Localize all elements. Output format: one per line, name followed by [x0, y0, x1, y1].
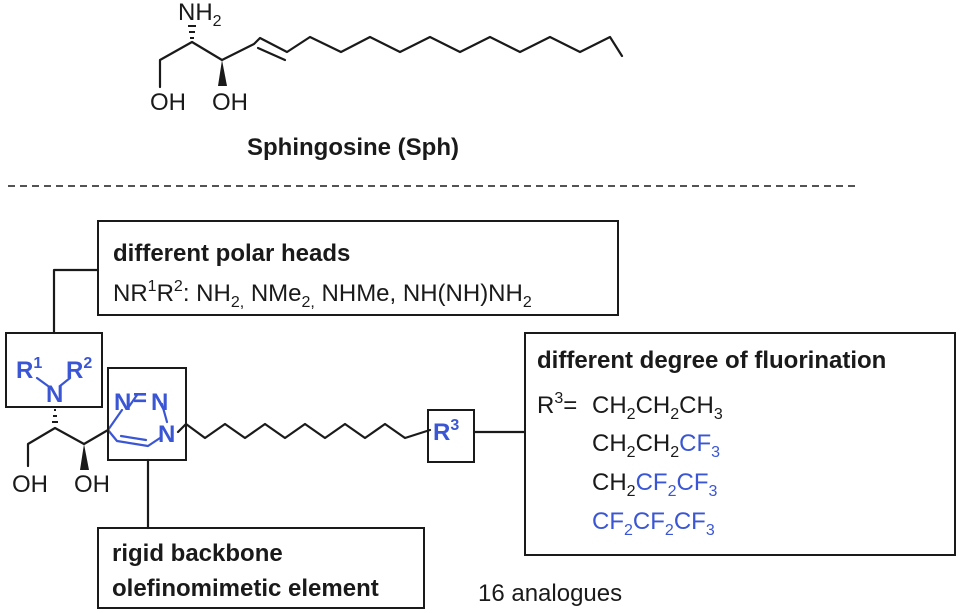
r1-label: R1	[16, 355, 42, 384]
sph-double-bond	[256, 46, 287, 62]
fluorination-box	[524, 332, 956, 556]
analogue-oh-right: OH	[74, 471, 110, 498]
formula-fragment: CH	[679, 392, 714, 419]
formula-fragment: CF	[674, 508, 706, 535]
polar-heads-callout: different polar heads NR1R2: NH2, NMe2, …	[97, 220, 619, 316]
sph-skeleton	[158, 35, 624, 89]
formula-fragment: 2	[627, 483, 636, 500]
triazole-n3: N	[158, 421, 175, 448]
sph-oh-left: OH	[150, 89, 186, 116]
analogue-structure: R1 R2 N OH OH N = N N R3	[12, 355, 459, 498]
formula-fragment: CF	[633, 508, 665, 535]
sph-oh-bold-wedge	[218, 60, 227, 86]
sph-nh2-hash-wedge	[188, 25, 196, 39]
fluorination-title: different degree of fluorination	[537, 347, 886, 374]
sph-nh2-label: NH2	[178, 0, 222, 30]
analogue-oh-bold-wedge	[80, 444, 89, 470]
formula-fragment: 2	[627, 444, 636, 461]
formula-fragment: 2	[668, 483, 677, 500]
r2-n-bond	[58, 376, 72, 388]
backbone-line-1: rigid backbone	[112, 540, 283, 567]
backbone-callout: rigid backbone olefinomimetic element	[97, 527, 425, 609]
analogue-oh-left: OH	[12, 471, 48, 498]
formula-fragment: CF	[636, 469, 668, 496]
formula-fragment: 2	[670, 406, 679, 423]
triazole-n2: N	[151, 389, 168, 416]
formula-fragment: CF	[679, 430, 711, 457]
formula-fragment: CH	[592, 430, 627, 457]
formula-fragment: CH	[636, 430, 671, 457]
backbone-box	[97, 527, 425, 609]
formula-fragment: 3	[711, 444, 720, 461]
fluorination-line-4: CF2CF2CF3	[592, 508, 715, 539]
r1-n-bond	[35, 376, 50, 388]
formula-fragment: 2	[624, 522, 633, 539]
formula-fragment: 3	[714, 406, 723, 423]
r3-highlight-box	[427, 409, 475, 463]
sphingosine-structure: NH2 OH OH Sphingosine (Sph)	[150, 0, 624, 161]
fluorination-line-2: CH2CH2CF3	[592, 430, 720, 461]
triazole-n1: N	[114, 389, 131, 416]
formula-fragment: CH	[592, 392, 627, 419]
formula-fragment: 2	[665, 522, 674, 539]
analogue-hash-wedge	[52, 409, 58, 423]
formula-fragment: CF	[676, 469, 708, 496]
polar-heads-title: different polar heads	[113, 240, 350, 267]
r2-label: R2	[66, 355, 92, 384]
formula-fragment: 3	[706, 522, 715, 539]
fluorination-line-1: CH2CH2CH3	[592, 392, 723, 423]
formula-fragment: CF	[592, 508, 624, 535]
triazole-eq: =	[133, 385, 147, 412]
formula-fragment: 3	[708, 483, 717, 500]
alkyl-chain	[176, 422, 432, 440]
fluorination-line-3: CH2CF2CF3	[592, 469, 717, 500]
triazole-inner-double	[119, 434, 148, 442]
polar-heads-box	[97, 220, 619, 316]
sphingosine-name: Sphingosine (Sph)	[247, 134, 459, 161]
backbone-line-2: olefinomimetic element	[112, 575, 379, 602]
amine-n-label: N	[46, 381, 63, 408]
polar-connector	[52, 268, 100, 335]
formula-fragment: 2	[670, 444, 679, 461]
polar-heads-list: NR1R2: NH2, NMe2, NHMe, NH(NH)NH2	[113, 278, 532, 311]
r3-label: R3	[433, 417, 459, 446]
triazole-ring	[106, 393, 169, 448]
formula-fragment: 2	[627, 406, 636, 423]
analogue-count: 16 analogues	[478, 580, 622, 607]
formula-fragment: CH	[592, 469, 627, 496]
fluorination-callout: different degree of fluorination R3= CH2…	[524, 332, 956, 556]
sph-oh-right: OH	[212, 89, 248, 116]
formula-fragment: CH	[636, 392, 671, 419]
fluorination-r3-prefix: R3=	[537, 390, 577, 419]
analogue-backbone	[26, 426, 110, 468]
